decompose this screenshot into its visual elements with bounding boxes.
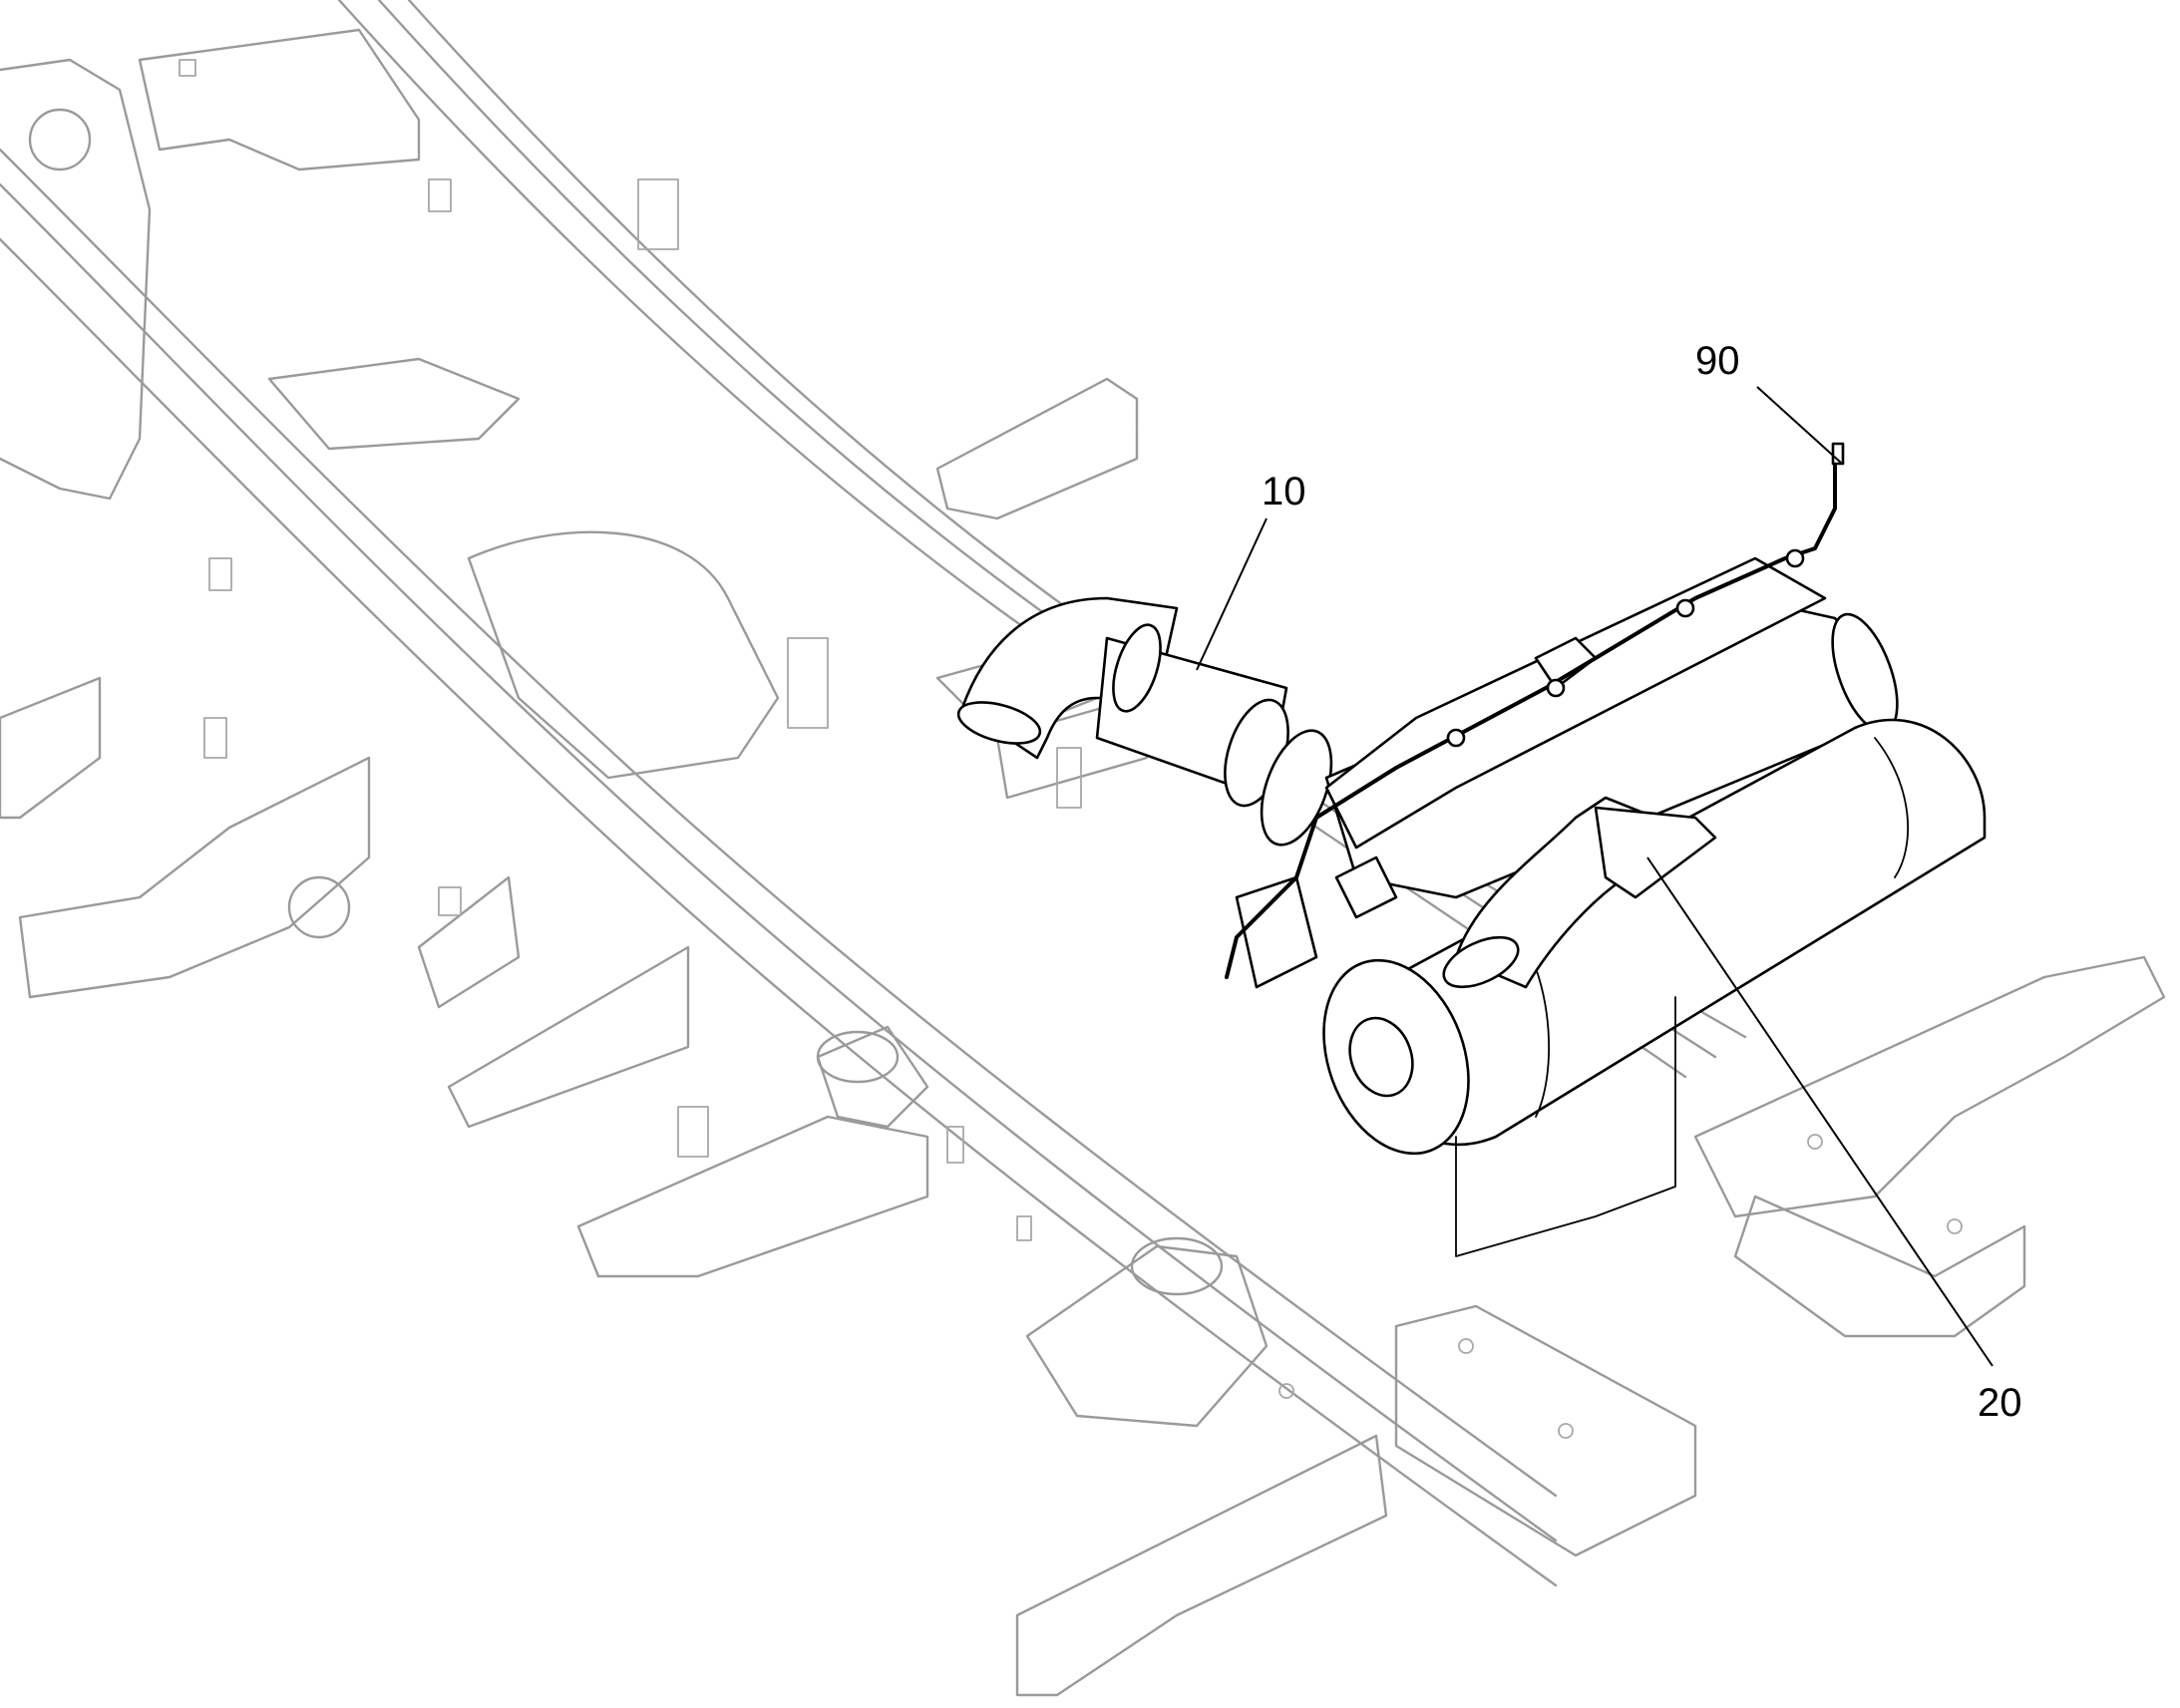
fastener-block — [438, 886, 462, 916]
leader-line-20 — [1646, 856, 1994, 1367]
left-spring-hanger — [417, 875, 690, 1129]
fastener-hole — [1807, 1134, 1823, 1150]
fastener-hole — [1278, 1383, 1294, 1399]
leader-line-10 — [1196, 517, 1268, 671]
fastener-block — [428, 178, 452, 212]
fastener-block — [1016, 1215, 1032, 1241]
outlet-elbow — [1594, 806, 1717, 899]
middle-spring-seat — [816, 1030, 900, 1084]
fastener-hole — [1558, 1423, 1574, 1439]
harness-connector — [1831, 442, 1845, 466]
front-bracket — [0, 58, 152, 501]
harness-clip — [1785, 548, 1805, 568]
fastener-block — [208, 557, 232, 591]
callout-90[interactable]: 90 — [1695, 339, 1740, 383]
inlet-clamp — [1260, 729, 1333, 847]
harness-branch — [1225, 816, 1318, 979]
callout-10[interactable]: 10 — [1262, 470, 1306, 513]
right-outrigger-upper — [935, 377, 1139, 520]
front-bracket-hole — [28, 108, 92, 171]
leader-line-90 — [1756, 386, 1842, 464]
wiring-harness — [1225, 442, 1845, 979]
canister-support-stand — [1455, 996, 1676, 1257]
left-lower-bracket-hole — [287, 875, 351, 939]
harness-clip — [1446, 728, 1466, 748]
upper-frame-plate — [138, 28, 421, 171]
exhaust-main-canister — [1322, 718, 1987, 1156]
fastener-hole — [1947, 1218, 1963, 1234]
cross-member-2 — [467, 530, 780, 780]
lower-cross-member — [1025, 1244, 1269, 1428]
callout-20[interactable]: 20 — [1978, 1381, 2022, 1425]
callouts: 10 90 20 — [1196, 339, 2022, 1425]
main-canister-end-cap — [1348, 1016, 1414, 1098]
exhaust-assembly — [956, 442, 1987, 1257]
fastener-block — [637, 178, 679, 250]
harness-clip — [1546, 678, 1566, 698]
fastener-block — [946, 1126, 964, 1164]
cross-member-1 — [267, 357, 521, 451]
inlet-flange — [956, 701, 1042, 745]
left-small-box — [0, 676, 102, 820]
fastener-block — [1056, 747, 1082, 809]
canister-band-2 — [1874, 737, 1909, 878]
fastener-block — [179, 59, 196, 77]
harness-main-run — [1314, 447, 1837, 820]
fastener-block — [787, 637, 829, 729]
sensor-module — [1235, 875, 1318, 989]
left-lower-bracket — [18, 756, 371, 999]
middle-cross-member — [576, 1025, 929, 1278]
right-rear-cross-member — [1693, 955, 2166, 1218]
right-rear-arm — [1733, 1195, 2026, 1338]
exhaust-inlet-pipe — [956, 596, 1333, 847]
rear-cross-member — [1394, 1304, 1697, 1557]
fastener-hole — [1458, 1338, 1474, 1354]
lower-spring-seat — [1130, 1236, 1224, 1296]
left-frame-rail — [0, 148, 1558, 1587]
rear-outrigger-arm — [1015, 1434, 1388, 1697]
outlet-clamp — [1442, 935, 1520, 989]
frame-fasteners — [179, 59, 1963, 1439]
sensor-module-2 — [1334, 855, 1398, 919]
mounting-plate — [1324, 556, 1827, 850]
fastener-block — [203, 717, 227, 759]
fastener-block — [677, 1106, 709, 1158]
inlet-pipe-band-1 — [1112, 623, 1162, 713]
harness-clip — [1675, 598, 1695, 618]
